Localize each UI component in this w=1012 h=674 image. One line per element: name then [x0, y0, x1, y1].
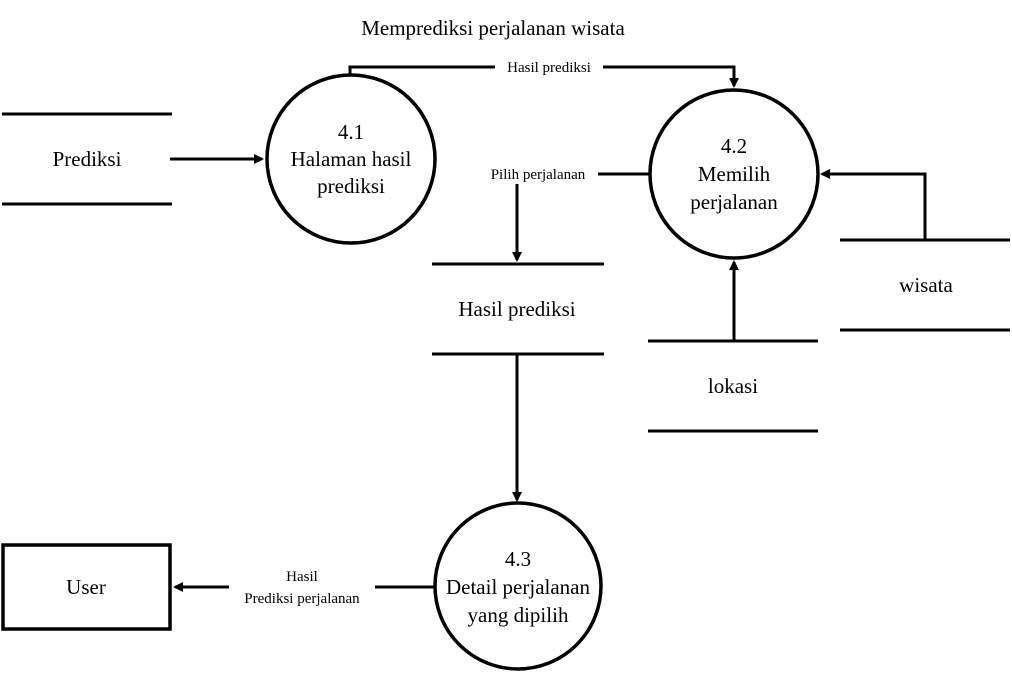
flow-4-3-to-user-label-line2: Prediksi perjalanan: [244, 591, 360, 607]
datastore-hasil-prediksi-label: Hasil prediksi: [458, 297, 575, 321]
datastore-lokasi: lokasi: [648, 339, 818, 433]
process-4-2-line2: perjalanan: [690, 190, 778, 214]
process-4-1-line2: prediksi: [317, 174, 385, 198]
process-4-1: 4.1 Halaman hasil prediksi: [265, 73, 437, 245]
flow-wisata-to-4-2: [820, 169, 927, 240]
entity-user-label: User: [66, 575, 106, 599]
datastore-lokasi-label: lokasi: [708, 374, 758, 398]
datastore-hasil-prediksi: Hasil prediksi: [432, 262, 604, 356]
process-4-3-line2: yang dipilih: [468, 603, 569, 627]
process-4-3-number: 4.3: [505, 547, 531, 571]
datastore-wisata: wisata: [840, 238, 1010, 332]
process-4-2: 4.2 Memilih perjalanan: [648, 88, 820, 260]
entity-user: User: [1, 543, 172, 631]
process-4-1-number: 4.1: [338, 120, 364, 144]
flow-4-3-to-user-label-line1: Hasil: [286, 569, 318, 585]
flow-4-3-to-user: Hasil Prediksi perjalanan: [173, 563, 435, 609]
flow-4-1-to-4-2: Hasil prediksi: [348, 57, 739, 88]
diagram-title: Memprediksi perjalanan wisata: [361, 16, 625, 40]
datastore-prediksi: Prediksi: [2, 112, 172, 206]
flow-4-2-to-hasil-prediksi: Pilih perjalanan: [477, 164, 650, 262]
datastore-wisata-label: wisata: [899, 273, 953, 297]
datastore-prediksi-label: Prediksi: [53, 147, 122, 171]
process-4-3: 4.3 Detail perjalanan yang dipilih: [433, 501, 603, 671]
flow-4-2-to-hasil-prediksi-label: Pilih perjalanan: [491, 167, 586, 183]
process-4-2-line1: Memilih: [698, 162, 771, 186]
process-4-3-line1: Detail perjalanan: [446, 575, 591, 599]
flow-4-1-to-4-2-label: Hasil prediksi: [507, 60, 591, 76]
process-4-1-line1: Halaman hasil: [291, 147, 412, 171]
process-4-2-number: 4.2: [721, 134, 747, 158]
